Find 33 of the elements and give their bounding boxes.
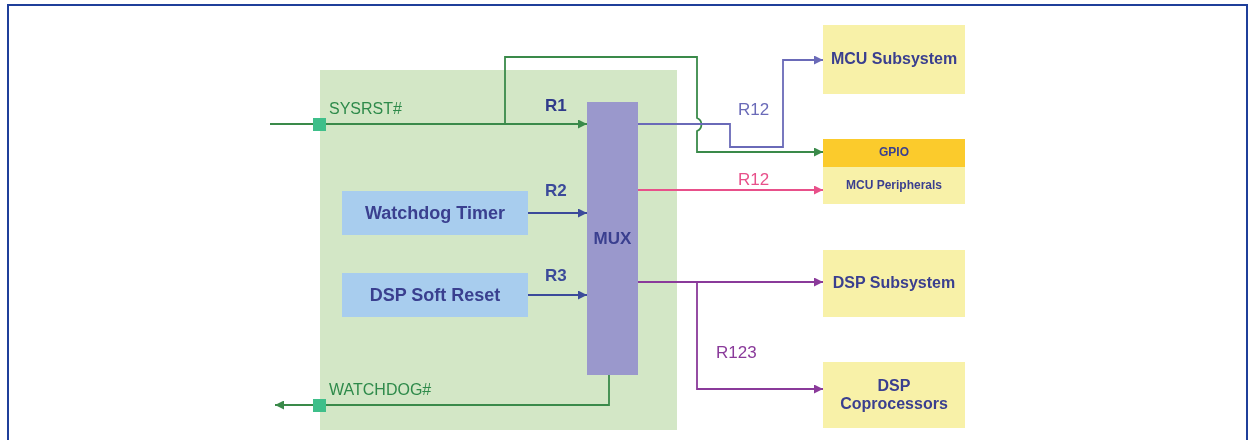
signal-line bbox=[269, 123, 314, 125]
pin-label: SYSRST# bbox=[329, 100, 402, 118]
edge-label: R123 bbox=[716, 343, 757, 363]
edge-label: R2 bbox=[545, 181, 567, 201]
edge-label: R3 bbox=[545, 266, 567, 286]
pin-square bbox=[313, 399, 326, 412]
block-box bbox=[342, 191, 528, 235]
node-label: DSP Coprocessors bbox=[839, 376, 949, 414]
block-box bbox=[342, 273, 528, 317]
band-box bbox=[823, 139, 965, 167]
arrow bbox=[527, 290, 588, 300]
signal-line bbox=[325, 374, 610, 406]
block-box bbox=[823, 139, 965, 204]
arrow bbox=[637, 185, 824, 195]
node-label: GPIO bbox=[879, 146, 909, 160]
node-label: MCU Subsystem bbox=[830, 50, 958, 69]
arrow bbox=[274, 400, 314, 410]
edge-label: R12 bbox=[738, 170, 770, 190]
arrow bbox=[637, 55, 824, 148]
node-label: Watchdog Timer bbox=[365, 202, 505, 224]
node-label: DSP Soft Reset bbox=[369, 284, 501, 306]
block-box bbox=[823, 362, 965, 428]
node-label: MUX bbox=[593, 228, 632, 249]
mux-bar bbox=[587, 102, 638, 375]
node-label: DSP Subsystem bbox=[832, 274, 956, 293]
edge-label: R1 bbox=[545, 96, 567, 116]
block-box bbox=[823, 250, 965, 317]
arrow bbox=[527, 208, 588, 218]
node-label: MCU Peripherals bbox=[846, 178, 942, 193]
edge-label: R12 bbox=[738, 100, 770, 120]
pin-label: WATCHDOG# bbox=[329, 381, 432, 399]
pin-square bbox=[313, 118, 326, 131]
block-box bbox=[823, 25, 965, 94]
